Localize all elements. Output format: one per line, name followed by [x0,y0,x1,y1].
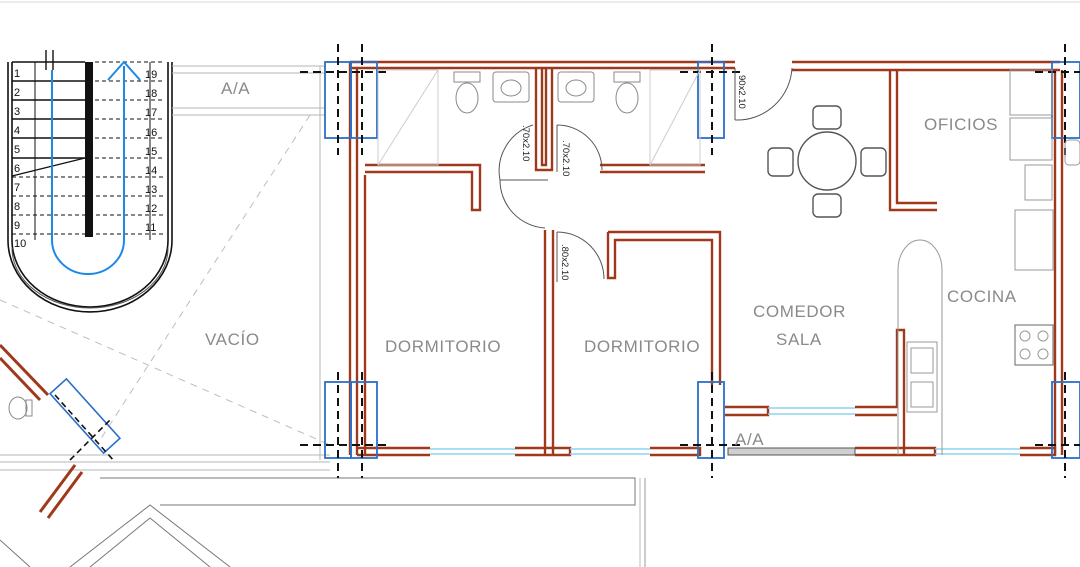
step-number: 19 [145,69,157,81]
door-dim-label: .80x2.10 [559,244,570,280]
room-label-dormitorio-1: DORMITORIO [385,337,501,356]
walls [348,60,1064,457]
void-area [0,65,330,471]
step-number: 5 [14,144,20,156]
room-label-oficios: OFICIOS [924,115,998,134]
step-number: 6 [14,163,20,175]
column-diagonal [48,377,122,463]
stair-arrow-head [107,60,141,81]
section-mark: A/A [221,79,250,98]
step-number: 8 [14,201,20,213]
step-number: 4 [14,125,20,137]
step-number: 16 [145,127,157,139]
room-label-comedor: COMEDOR [753,302,846,321]
step-number: 13 [145,184,157,196]
door-dim-label: 90x2.10 [736,75,747,109]
stair-direction-arrow [51,66,125,275]
room-label-cocina: COCINA [947,287,1017,306]
stair-step-numbers: 1 2 3 4 5 6 7 8 9 10 19 18 17 16 15 14 1… [14,68,157,250]
section-mark: A/A [735,430,764,449]
step-number: 17 [145,107,157,119]
room-label-dormitorio-2: DORMITORIO [584,337,700,356]
hatched-strip [727,447,856,456]
step-number: 10 [14,238,26,250]
step-number: 2 [14,87,20,99]
room-label-sala: SALA [776,330,822,349]
toilet-icon [8,396,33,420]
step-number: 11 [145,222,156,234]
step-number: 18 [145,88,157,100]
section-marks: A/A A/A [221,79,764,449]
step-number: 3 [14,106,20,118]
staircase [7,50,173,313]
void-diagonals [0,114,331,446]
step-number: 15 [145,146,157,158]
room-labels: VACÍO DORMITORIO DORMITORIO COMEDOR SALA… [205,115,1017,356]
step-number: 12 [145,203,157,215]
door-dimension-labels: 90x2.10 .70x2.10 .70x2.10 .80x2.10 [520,75,747,280]
door-dim-label: .70x2.10 [560,140,571,176]
doors [498,67,793,282]
dining-table [767,105,887,218]
lower-left-outlines [0,477,646,567]
lower-left-structure [0,343,84,519]
step-number: 9 [14,220,20,232]
windows [430,407,1020,455]
step-number: 14 [145,165,157,177]
room-label-vacio: VACÍO [205,330,260,349]
step-number: 7 [14,182,20,194]
bathroom-fixtures [377,69,701,166]
kitchen-fixtures [897,69,1080,455]
door-dim-label: .70x2.10 [520,125,531,161]
structural-axes [300,44,1080,478]
step-number: 1 [14,68,20,80]
